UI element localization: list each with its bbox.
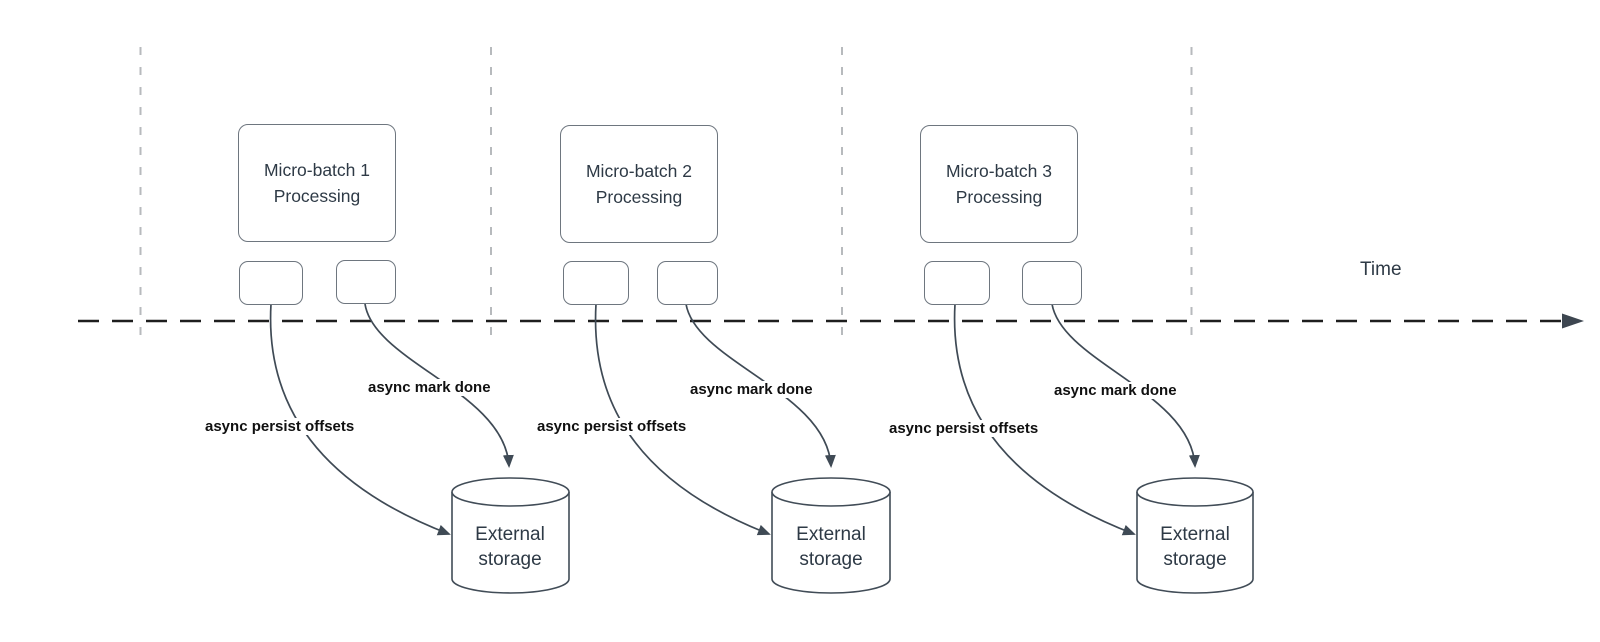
mark-done-arrow-2	[685, 303, 836, 468]
external-storage-label-2: External storage	[771, 522, 891, 572]
mark-done-label-1: async mark done	[366, 379, 493, 396]
external-storage-label-1: External storage	[450, 522, 570, 572]
time-axis-label: Time	[1360, 259, 1402, 280]
offset-task-box-2b	[657, 261, 718, 305]
storage-2-line1: External	[796, 524, 866, 545]
persist-offsets-label-2: async persist offsets	[535, 418, 689, 435]
storage-2-line2: storage	[799, 549, 863, 570]
external-storage-cylinder-2	[771, 477, 891, 594]
microbatch-2-title-line1: Micro-batch 2	[585, 161, 692, 181]
microbatch-1-title-line2: Processing	[273, 186, 361, 206]
storage-1-line2: storage	[478, 549, 542, 570]
offset-task-box-3a	[924, 261, 990, 305]
mark-done-label-3: async mark done	[1052, 382, 1179, 399]
microbatch-3-title-line1: Micro-batch 3	[945, 161, 1052, 181]
offset-task-box-1b	[336, 260, 396, 304]
time-axis-arrowhead-icon	[1562, 313, 1584, 329]
storage-3-line1: External	[1160, 524, 1230, 545]
persist-offsets-label-1: async persist offsets	[203, 418, 357, 435]
storage-3-line2: storage	[1163, 549, 1227, 570]
offset-task-box-1a	[239, 261, 303, 305]
offset-task-box-2a	[563, 261, 629, 305]
mark-done-label-2: async mark done	[688, 381, 815, 398]
offset-task-box-3b	[1022, 261, 1082, 305]
microbatch-1-processing-box: Micro-batch 1 Processing	[238, 124, 396, 242]
microbatch-2-title-line2: Processing	[595, 187, 683, 207]
microbatch-2-processing-box: Micro-batch 2 Processing	[560, 125, 718, 243]
persist-offsets-label-3: async persist offsets	[887, 420, 1041, 437]
microbatch-3-processing-box: Micro-batch 3 Processing	[920, 125, 1078, 243]
external-storage-cylinder-3	[1136, 477, 1254, 594]
external-storage-label-3: External storage	[1135, 522, 1255, 572]
microbatch-1-title-line1: Micro-batch 1	[263, 160, 370, 180]
external-storage-cylinder-1	[451, 477, 570, 594]
storage-1-line1: External	[475, 524, 545, 545]
persist-offsets-arrow-3	[953, 303, 1136, 536]
mark-done-arrow-3	[1051, 303, 1200, 468]
microbatch-3-title-line2: Processing	[955, 187, 1043, 207]
